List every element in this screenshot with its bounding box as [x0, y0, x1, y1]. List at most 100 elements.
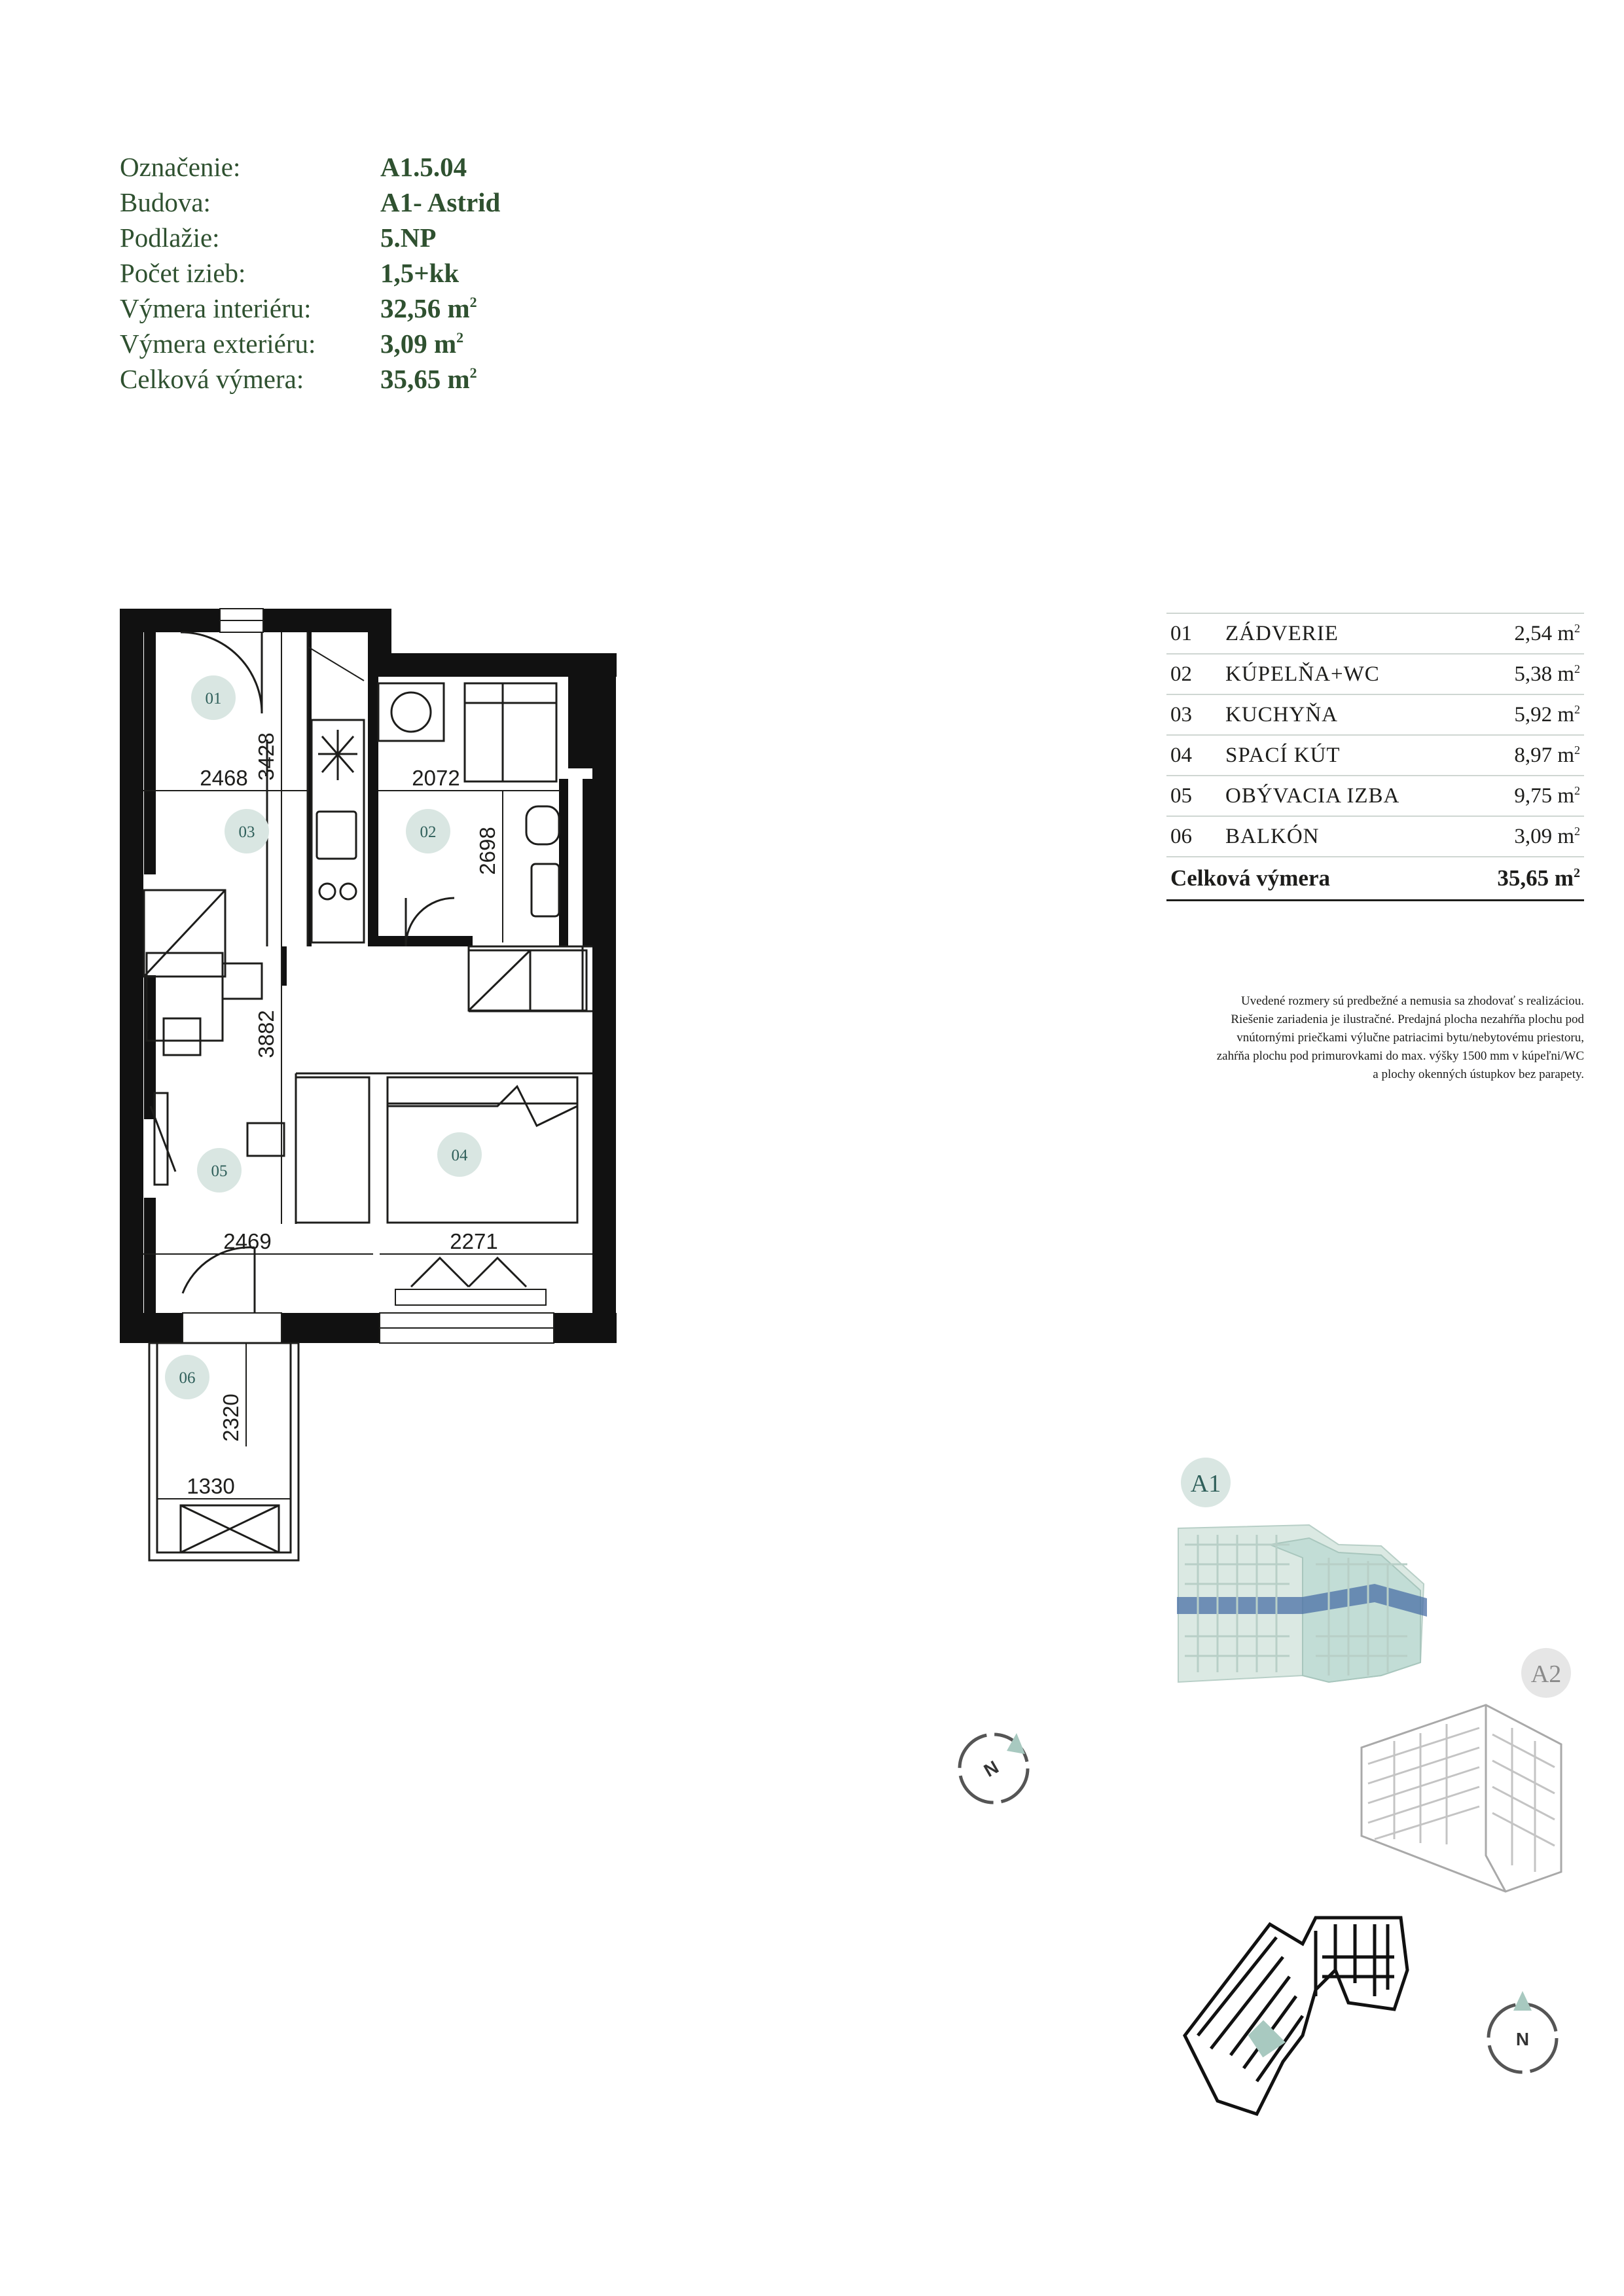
north-arrow-icon: [1513, 1991, 1532, 2011]
total-area: 35,65 m2: [1497, 865, 1584, 891]
bathroom-fixtures: [377, 682, 560, 947]
hob-icon: [318, 882, 336, 901]
unit-superscript: 2: [1574, 783, 1580, 797]
exterior-area-value: 3,09 m2: [380, 328, 463, 359]
room-area-number: 3,09 m: [1514, 824, 1574, 848]
total-area-label: Celková výmera:: [120, 364, 304, 394]
rooms-count-label: Počet izieb:: [120, 258, 246, 288]
room-area: 2,54 m2: [1475, 622, 1584, 646]
table-row: 05 OBÝVACIA IZBA 9,75 m2: [1166, 776, 1584, 817]
room-tags: [165, 675, 482, 1399]
info-row-exterior: Výmera exteriéru: 3,09 m2: [120, 326, 500, 361]
exterior-area-label: Výmera exteriéru:: [120, 329, 316, 359]
total-area-number: 35,65 m: [1497, 865, 1574, 891]
bed: [386, 1076, 579, 1224]
room-number: 04: [1170, 743, 1192, 767]
tv-unit: [153, 1092, 169, 1186]
info-row-building: Budova: A1- Astrid: [120, 185, 500, 220]
table-total-row: Celková výmera 35,65 m2: [1166, 857, 1584, 901]
site-plan: [1183, 1916, 1409, 2117]
shower-icon: [463, 682, 558, 783]
unit-superscript: 2: [1574, 621, 1580, 635]
sofa: [295, 1076, 370, 1224]
unit-superscript: 2: [469, 365, 477, 381]
table-row: 06 BALKÓN 3,09 m2: [1166, 817, 1584, 857]
room-area-number: 2,54 m: [1514, 621, 1574, 645]
exterior-area-number: 3,09 m: [380, 329, 457, 359]
building-a2-badge: [1521, 1648, 1571, 1698]
room-name: KÚPELŇA+WC: [1225, 662, 1380, 686]
info-row-rooms: Počet izieb: 1,5+kk: [120, 255, 500, 291]
info-row-floor: Podlažie: 5.NP: [120, 220, 500, 255]
building-a1-label: A1: [1191, 1470, 1221, 1498]
room-number: 03: [1170, 702, 1192, 726]
note-line: vnútornými priečkami výlučne patriacimi …: [1236, 1031, 1584, 1045]
kitchen-counter: [310, 719, 365, 944]
rooms-table: 01 ZÁDVERIE 2,54 m2 02 KÚPELŇA+WC 5,38 m…: [1166, 613, 1584, 901]
interior-area-label: Výmera interiéru:: [120, 293, 312, 323]
balcony: [148, 1342, 300, 1562]
exterior-walls: [120, 609, 617, 1343]
room-tag-02: 02: [420, 823, 437, 841]
info-row-total: Celková výmera: 35,65 m2: [120, 361, 500, 397]
bathroom-door-swing: [405, 897, 455, 947]
room-area: 8,97 m2: [1475, 744, 1584, 768]
dimension-label: 2468: [200, 766, 247, 790]
floor-highlight: [1177, 1584, 1427, 1617]
apartment-location-highlight: [1248, 2020, 1286, 2058]
total-area-number: 35,65 m: [380, 364, 470, 394]
unit-superscript: 2: [1574, 866, 1580, 880]
room-area: 5,92 m2: [1475, 703, 1584, 727]
room-name: SPACÍ KÚT: [1225, 743, 1341, 767]
rooms-count-value: 1,5+kk: [380, 258, 460, 288]
designation-value: A1.5.04: [380, 152, 467, 182]
dimension-lines: [143, 632, 592, 1499]
window-swing: [410, 1256, 470, 1288]
building-a2-illustration: A2: [1360, 1648, 1571, 1893]
total-area-value: 35,65 m2: [380, 363, 477, 395]
note-line: Riešenie zariadenia je ilustračné. Preda…: [1231, 1013, 1584, 1026]
room-name: ZÁDVERIE: [1225, 621, 1339, 645]
room-tag-06: 06: [179, 1369, 196, 1387]
unit-superscript: 2: [456, 329, 464, 346]
table-row: 03 KUCHYŇA 5,92 m2: [1166, 695, 1584, 736]
info-row-interior: Výmera interiéru: 32,56 m2: [120, 291, 500, 326]
room-number: 02: [1170, 662, 1192, 686]
table-row: 02 KÚPELŇA+WC 5,38 m2: [1166, 655, 1584, 695]
building-a2-label: A2: [1531, 1660, 1561, 1688]
dining-table: [145, 952, 224, 1042]
room-number: 06: [1170, 824, 1192, 848]
unit-superscript: 2: [1574, 824, 1580, 838]
unit-superscript: 2: [1574, 702, 1580, 716]
washing-machine-icon: [377, 682, 445, 742]
room-number: 01: [1170, 621, 1192, 645]
room-name: KUCHYŇA: [1225, 702, 1338, 726]
balcony-door: [182, 1312, 282, 1344]
building-value: A1- Astrid: [380, 187, 501, 217]
dimension-label: 2469: [223, 1229, 271, 1253]
armchair: [143, 889, 226, 978]
unit-superscript: 2: [469, 294, 477, 310]
room-tag-03: 03: [239, 823, 255, 841]
partition-lines: [266, 632, 592, 1224]
dimension-label: 3882: [254, 1010, 278, 1058]
apartment-info: Označenie: A1.5.04 Budova: A1- Astrid Po…: [120, 149, 500, 397]
north-arrow-icon: [1007, 1733, 1025, 1754]
floor-label: Podlažie:: [120, 223, 220, 253]
table-row: 01 ZÁDVERIE 2,54 m2: [1166, 613, 1584, 655]
room-area-number: 9,75 m: [1514, 783, 1574, 808]
chair: [162, 1017, 202, 1056]
dimension-label: 1330: [187, 1474, 234, 1498]
room-area: 5,38 m2: [1475, 662, 1584, 687]
interior-area-value: 32,56 m2: [380, 293, 477, 324]
room-tag-05: 05: [211, 1162, 228, 1180]
unit-superscript: 2: [1574, 662, 1580, 675]
dimension-label: 2698: [475, 827, 499, 874]
dimension-label: 2320: [219, 1393, 243, 1441]
room-area-number: 5,38 m: [1514, 662, 1574, 686]
interior-walls: [281, 632, 593, 986]
toilet-icon: [525, 805, 560, 846]
note-line: zahŕňa plochu pod primurovkami do max. v…: [1216, 1049, 1584, 1063]
disclaimer-note: Uvedené rozmery sú predbežné a nemusia s…: [1139, 992, 1584, 1084]
